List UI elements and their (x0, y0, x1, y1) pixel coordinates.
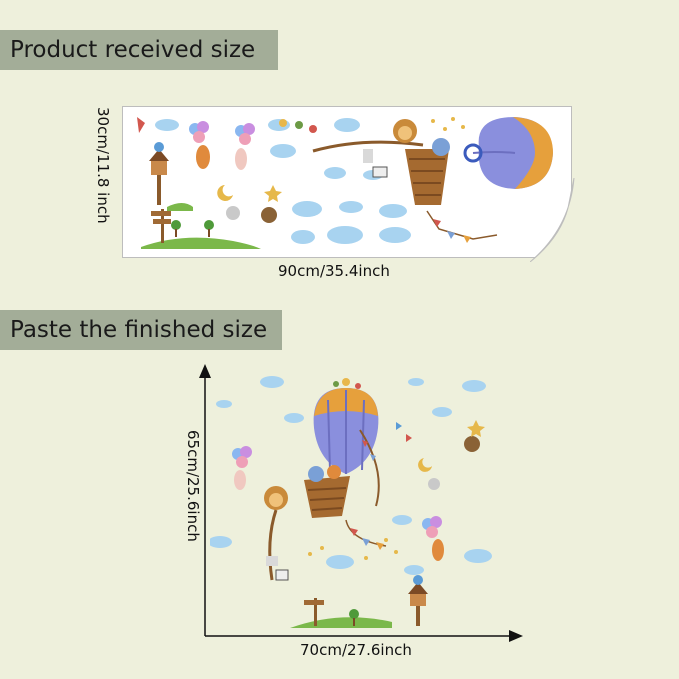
product-received-size-banner: Product received size (0, 30, 278, 70)
paste-finished-size-banner: Paste the finished size (0, 310, 282, 350)
sticker-sheet (122, 106, 572, 258)
page-curl (530, 178, 576, 262)
finished-wall-art (210, 376, 492, 628)
dimension-axes (199, 364, 523, 642)
finished-height-label: 65cm/25.6inch (184, 430, 202, 542)
sticker-sheet-artwork (137, 117, 553, 249)
finished-width-label: 70cm/27.6inch (300, 641, 412, 659)
received-width-label: 90cm/35.4inch (278, 262, 390, 280)
received-height-label: 30cm/11.8 inch (94, 107, 112, 224)
